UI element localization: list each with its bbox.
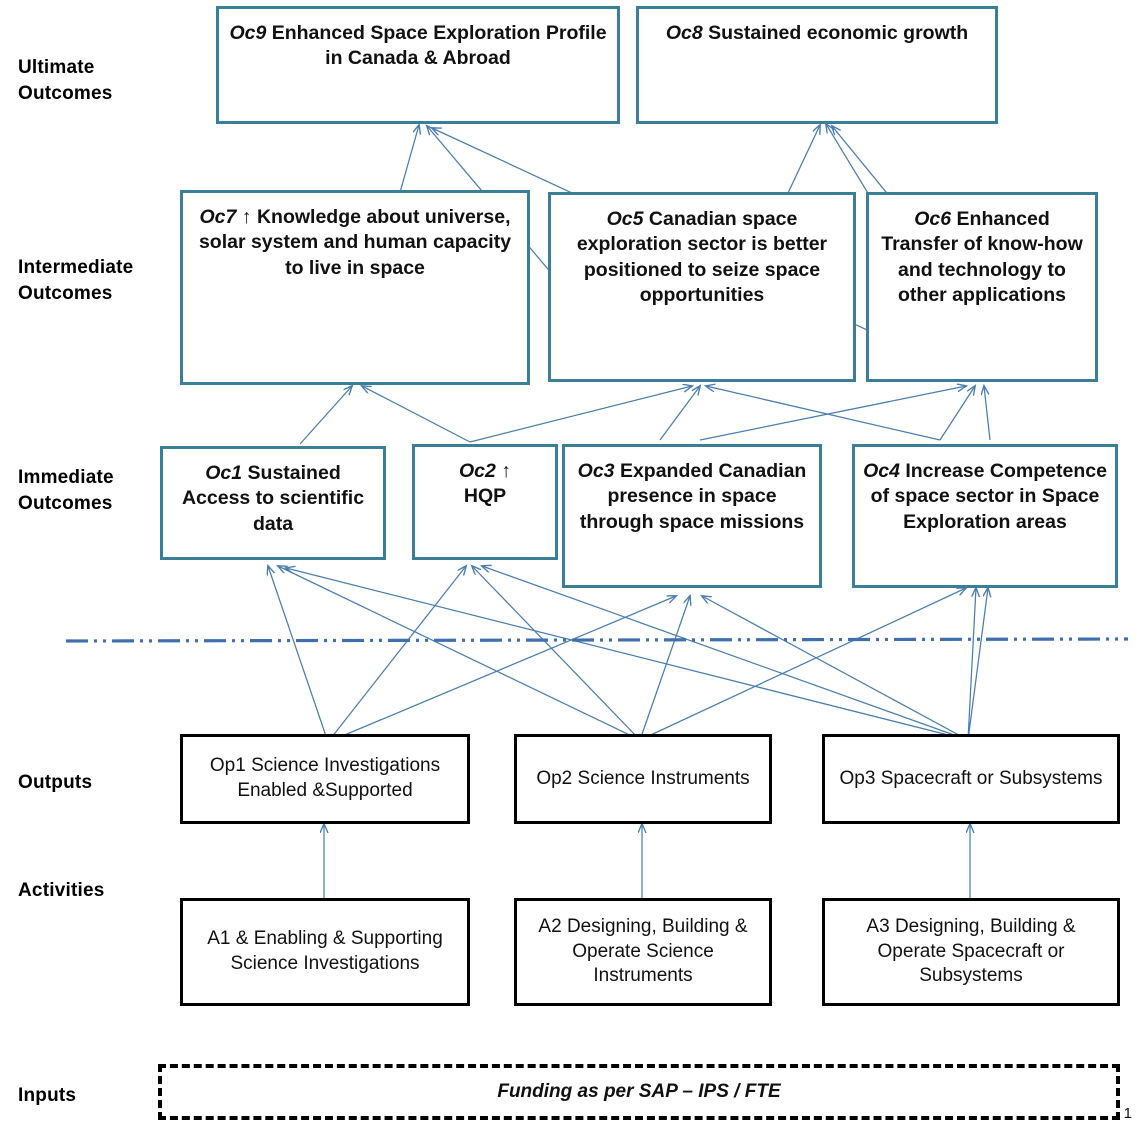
row-label-intermediate-outcomes: Intermediate Outcomes <box>18 257 134 304</box>
node-a2-label: A2 Designing, Building & Operate Science… <box>538 915 748 987</box>
node-inputs-label: Funding as per SAP – IPS / FTE <box>497 1080 781 1102</box>
node-oc4-code: Oc4 <box>863 460 900 482</box>
node-oc5-code: Oc5 <box>606 208 644 230</box>
node-op2-label: Op2 Science Instruments <box>536 767 750 789</box>
node-oc6-text: Oc6 Enhanced Transfer of know-how and te… <box>869 195 1095 308</box>
node-oc9-text: Oc9 Enhanced Space Exploration Profile i… <box>219 9 617 72</box>
node-a2[interactable]: A2 Designing, Building & Operate Science… <box>514 898 772 1006</box>
node-oc2-increase-arrow-icon: ↑ <box>501 460 512 482</box>
node-oc3[interactable]: Oc3 Expanded Canadian presence in space … <box>562 444 822 588</box>
row-label-inputs: Inputs <box>18 1085 77 1106</box>
node-oc6-code: Oc6 <box>914 208 952 230</box>
node-op2[interactable]: Op2 Science Instruments <box>514 734 772 824</box>
node-oc5-label: Canadian space exploration sector is bet… <box>576 208 828 307</box>
node-oc9-label: Enhanced Space Exploration Profile in Ca… <box>266 22 607 70</box>
node-oc3-label: Expanded Canadian presence in space thro… <box>579 460 807 533</box>
page-number: 1 <box>1123 1105 1132 1122</box>
row-label-activities: Activities <box>18 880 105 901</box>
node-inputs[interactable]: Funding as per SAP – IPS / FTE <box>158 1064 1120 1120</box>
node-oc9[interactable]: Oc9 Enhanced Space Exploration Profile i… <box>216 6 620 124</box>
node-oc2-label: HQP <box>463 485 507 508</box>
node-oc9-code: Oc9 <box>229 22 267 44</box>
node-oc4-text: Oc4 Increase Competence of space sector … <box>855 447 1115 535</box>
row-label-outputs: Outputs <box>18 772 93 793</box>
node-oc2-text: Oc2 ↑ HQP <box>415 447 555 510</box>
node-oc2[interactable]: Oc2 ↑ HQP <box>412 444 558 560</box>
node-oc8-label: Sustained economic growth <box>702 22 969 44</box>
node-oc1[interactable]: Oc1 Sustained Access to scientific data <box>160 446 386 560</box>
results-boundary-line <box>65 637 1129 643</box>
node-oc6[interactable]: Oc6 Enhanced Transfer of know-how and te… <box>866 192 1098 382</box>
node-a3-label: A3 Designing, Building & Operate Spacecr… <box>866 915 1076 987</box>
row-label-immediate-outcomes: Immediate Outcomes <box>18 467 114 514</box>
node-oc7-label: Knowledge about universe, solar system a… <box>198 206 512 279</box>
node-oc6-label: Enhanced Transfer of know-how and techno… <box>881 208 1083 307</box>
row-label-ultimate-outcomes: Ultimate Outcomes <box>18 57 113 104</box>
node-op1[interactable]: Op1 Science Investigations Enabled &Supp… <box>180 734 470 824</box>
node-op1-label: Op1 Science Investigations Enabled &Supp… <box>209 755 441 801</box>
node-a1-label: A1 & Enabling & Supporting Science Inves… <box>207 928 443 974</box>
node-oc5[interactable]: Oc5 Canadian space exploration sector is… <box>548 192 856 382</box>
node-oc7-increase-arrow-icon: ↑ <box>241 206 252 228</box>
node-oc1-text: Oc1 Sustained Access to scientific data <box>163 449 383 537</box>
node-oc4[interactable]: Oc4 Increase Competence of space sector … <box>852 444 1118 588</box>
node-oc1-code: Oc1 <box>205 462 243 484</box>
node-oc7[interactable]: Oc7 ↑ Knowledge about universe, solar sy… <box>180 190 530 385</box>
node-oc1-label: Sustained Access to scientific data <box>181 462 365 535</box>
node-oc5-text: Oc5 Canadian space exploration sector is… <box>551 195 853 308</box>
node-op3-label: Op3 Spacecraft or Subsystems <box>839 767 1103 789</box>
node-oc3-text: Oc3 Expanded Canadian presence in space … <box>565 447 819 535</box>
node-oc8-code: Oc8 <box>665 22 703 44</box>
node-oc8[interactable]: Oc8 Sustained economic growth <box>636 6 998 124</box>
node-oc4-label: Increase Competence of space sector in S… <box>870 460 1107 533</box>
node-oc3-code: Oc3 <box>577 460 615 482</box>
node-op3[interactable]: Op3 Spacecraft or Subsystems <box>822 734 1120 824</box>
node-a3[interactable]: A3 Designing, Building & Operate Spacecr… <box>822 898 1120 1006</box>
node-oc7-text: Oc7 ↑ Knowledge about universe, solar sy… <box>183 193 527 281</box>
node-oc7-code: Oc7 <box>199 206 237 228</box>
node-oc2-code: Oc2 <box>458 460 496 482</box>
node-a1[interactable]: A1 & Enabling & Supporting Science Inves… <box>180 898 470 1006</box>
node-oc8-text: Oc8 Sustained economic growth <box>639 9 995 46</box>
